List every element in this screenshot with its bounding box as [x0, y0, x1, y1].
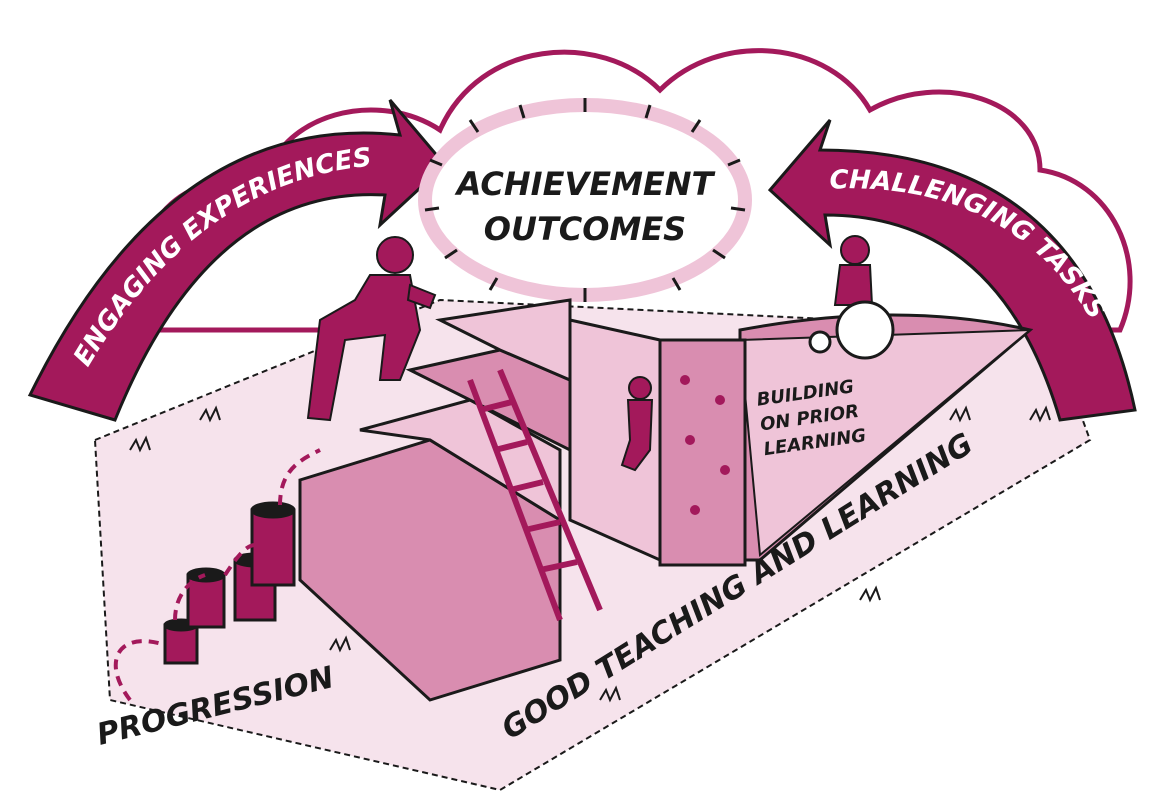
ladder [467, 368, 603, 622]
running-figure [306, 236, 437, 422]
building-on-prior-learning-label: BUILDING ON PRIOR LEARNING [755, 376, 867, 460]
climbing-wall [568, 318, 747, 567]
staircase [298, 298, 572, 702]
progression-steps [163, 501, 296, 665]
engaging-experiences-arrow [27, 99, 448, 422]
climbing-figure [620, 376, 654, 472]
progression-path [113, 448, 321, 702]
achievement-label-line1: ACHIEVEMENT [454, 165, 716, 203]
grass-tufts [129, 315, 1051, 703]
wheelchair-figure [808, 235, 895, 360]
achievement-burst [418, 98, 752, 302]
achievement-label-line2: OUTCOMES [484, 210, 686, 248]
challenging-tasks-arrow [767, 119, 1137, 422]
